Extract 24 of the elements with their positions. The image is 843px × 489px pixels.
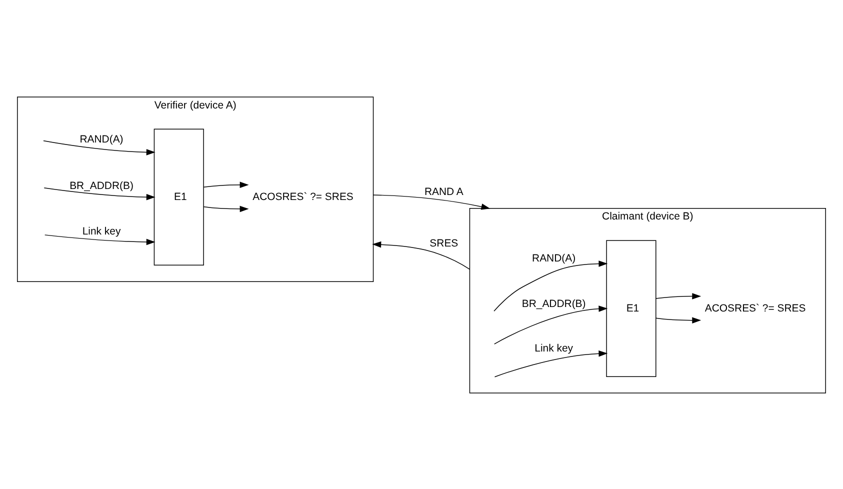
arrow bbox=[494, 260, 608, 311]
arrow bbox=[656, 292, 702, 299]
node-box: E1 bbox=[606, 240, 656, 376]
edge-label: RAND(A) bbox=[532, 253, 576, 264]
node-text: ACOSRES` ?= SRES bbox=[704, 302, 806, 314]
edge-label: RAND(A) bbox=[80, 134, 124, 146]
arrow bbox=[656, 316, 702, 323]
arrow bbox=[372, 194, 490, 210]
edge-label: BR_ADDR(B) bbox=[70, 180, 134, 192]
arrow bbox=[44, 186, 156, 200]
node-box: E1 bbox=[154, 128, 204, 266]
edge-label: Link key bbox=[82, 226, 121, 238]
arrow bbox=[43, 140, 156, 155]
arrow bbox=[494, 350, 608, 377]
node-text: ACOSRES` ?= SRES bbox=[252, 191, 354, 202]
arrow bbox=[203, 205, 249, 212]
arrow bbox=[494, 305, 608, 344]
edge-label: RAND A bbox=[424, 186, 464, 198]
arrow bbox=[372, 240, 470, 270]
edge-label: SRES bbox=[430, 238, 458, 250]
arrow bbox=[203, 181, 249, 188]
edge-label: BR_ADDR(B) bbox=[522, 298, 586, 310]
arrow bbox=[44, 234, 156, 245]
edge-label: Link key bbox=[534, 342, 574, 354]
